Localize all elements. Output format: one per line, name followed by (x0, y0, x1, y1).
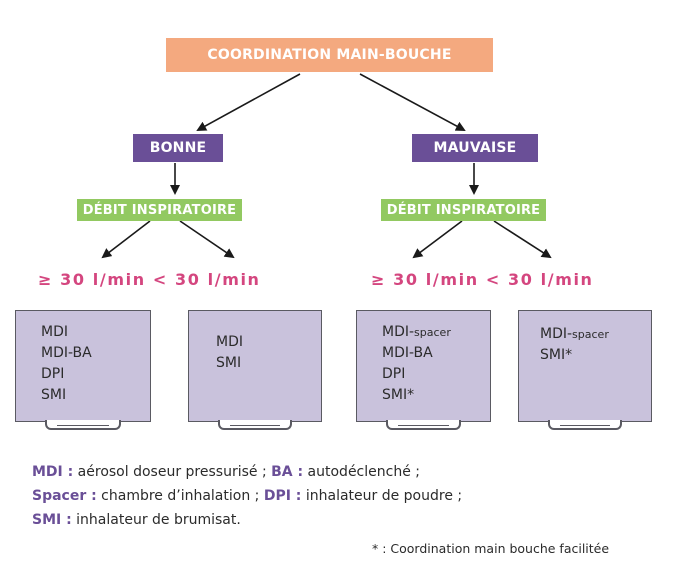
rate-labels-bonne: ≥ 30 l/min < 30 l/min (38, 270, 261, 289)
debit-box-bonne: DÉBIT INSPIRATOIRE (77, 199, 242, 221)
arrow-debit-right-1 (412, 220, 463, 259)
device-line: MDI-spacer (382, 324, 451, 340)
device-line: MDI (41, 324, 68, 340)
arrow-debit-left-2 (179, 220, 235, 259)
device-line: SMI* (382, 387, 415, 403)
rate-labels-mauvaise: ≥ 30 l/min < 30 l/min (371, 270, 594, 289)
legend-line-1: MDI : aérosol doseur pressurisé ; BA : a… (32, 464, 420, 480)
device-line: MDI (216, 334, 243, 350)
title-text: COORDINATION MAIN-BOUCHE (207, 47, 452, 63)
device-box-1: MDI MDI-BA DPI SMI (15, 310, 151, 430)
branch-label: MAUVAISE (433, 140, 517, 156)
device-box-2: MDI SMI (188, 310, 322, 430)
arrow-debit-right-2 (493, 220, 552, 259)
device-line: DPI (41, 366, 65, 382)
device-box-4: MDI-spacer SMI* (518, 310, 652, 430)
legend-line-3: SMI : inhalateur de brumisat. (32, 512, 241, 528)
device-line: MDI-BA (382, 345, 433, 361)
branch-box-bonne: BONNE (133, 134, 223, 162)
debit-box-mauvaise: DÉBIT INSPIRATOIRE (381, 199, 546, 221)
title-box: COORDINATION MAIN-BOUCHE (166, 38, 493, 72)
device-list: MDI-spacer MDI-BA DPI SMI* (382, 322, 451, 406)
arrow-debit-left-1 (101, 220, 151, 259)
debit-label: DÉBIT INSPIRATOIRE (386, 202, 541, 218)
arrow-top-to-bonne (196, 73, 301, 131)
arrow-top-to-mauvaise (359, 73, 466, 131)
device-line: SMI (41, 387, 67, 403)
debit-label: DÉBIT INSPIRATOIRE (82, 202, 237, 218)
device-line: MDI-BA (41, 345, 92, 361)
branch-label: BONNE (149, 140, 207, 156)
device-list: MDI MDI-BA DPI SMI (41, 322, 92, 406)
device-box-3: MDI-spacer MDI-BA DPI SMI* (356, 310, 491, 430)
footnote: * : Coordination main bouche facilitée (372, 541, 610, 556)
device-list: MDI-spacer SMI* (540, 324, 609, 366)
device-line: SMI* (540, 347, 573, 363)
device-line: SMI (216, 355, 242, 371)
legend-line-2: Spacer : chambre d’inhalation ; DPI : in… (32, 488, 463, 504)
device-line: DPI (382, 366, 406, 382)
device-list: MDI SMI (216, 332, 243, 374)
device-line: MDI-spacer (540, 326, 609, 342)
branch-box-mauvaise: MAUVAISE (412, 134, 538, 162)
